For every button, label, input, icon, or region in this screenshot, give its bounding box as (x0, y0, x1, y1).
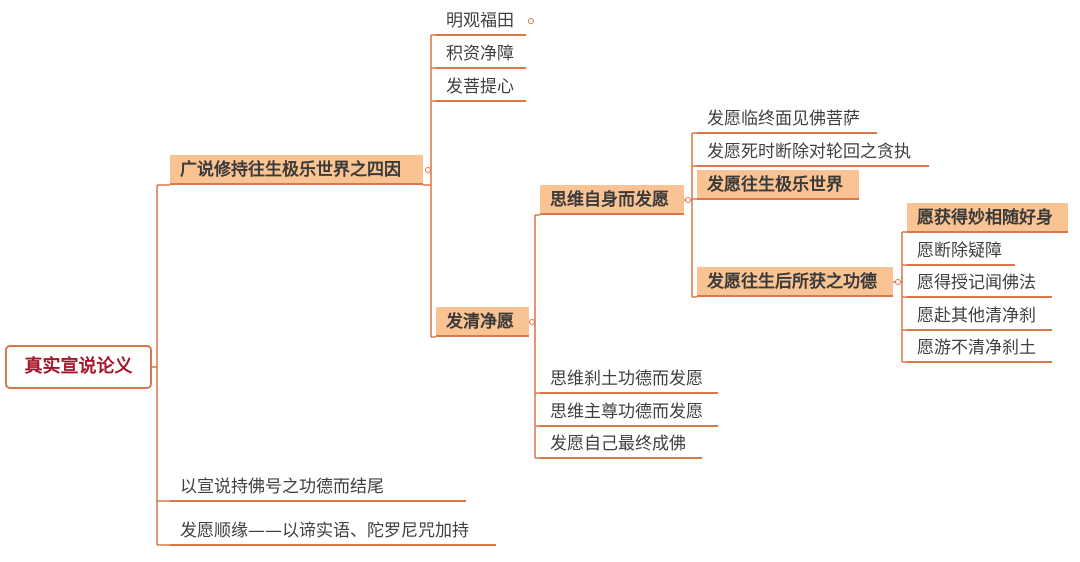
collapse-dot-mingguan (528, 18, 534, 24)
collapse-dot-vow (529, 319, 535, 325)
merit-node[interactable]: 发愿往生后所获之功德 (697, 267, 893, 297)
merit-child-2[interactable]: 愿断除疑障 (907, 236, 1015, 266)
branch2-node[interactable]: 以宣说持佛号之功德而结尾 (170, 472, 466, 502)
vow-other-2[interactable]: 思维主尊功德而发愿 (540, 397, 718, 427)
merit-child-1[interactable]: 愿获得妙相随好身 (907, 203, 1068, 233)
collapse-dot-self (685, 197, 691, 203)
connector-merit (893, 232, 903, 362)
branch1-node[interactable]: 广说修持往生极乐世界之四因 (170, 155, 423, 185)
connector-root (152, 185, 158, 545)
vow-other-3[interactable]: 发愿自己最终成佛 (540, 429, 702, 459)
collapse-dot-merit (895, 279, 901, 285)
merit-child-5[interactable]: 愿游不清净刹土 (907, 333, 1052, 363)
vow-node[interactable]: 发清净愿 (436, 307, 529, 337)
connector-vow (529, 215, 536, 458)
self-vow-node[interactable]: 思维自身而发愿 (540, 185, 684, 215)
merit-child-4[interactable]: 愿赴其他清净刹 (907, 301, 1052, 331)
collapse-dot-b1 (425, 167, 431, 173)
connector-self (684, 133, 693, 297)
self-child-3[interactable]: 发愿往生极乐世界 (697, 170, 859, 200)
connector-b1 (423, 35, 432, 337)
self-child-1[interactable]: 发愿临终面见佛菩萨 (697, 104, 877, 134)
root-node[interactable]: 真实宣说论义 (5, 345, 152, 389)
vow-other-1[interactable]: 思维刹土功德而发愿 (540, 364, 718, 394)
branch3-node[interactable]: 发愿顺缘——以谛实语、陀罗尼咒加持 (170, 516, 496, 546)
self-child-2[interactable]: 发愿死时断除对轮回之贪执 (697, 137, 929, 167)
child-faputi[interactable]: 发菩提心 (436, 72, 526, 102)
merit-child-3[interactable]: 愿得授记闻佛法 (907, 268, 1052, 298)
child-mingguan[interactable]: 明观福田 (436, 6, 526, 36)
child-jizi[interactable]: 积资净障 (436, 39, 526, 69)
